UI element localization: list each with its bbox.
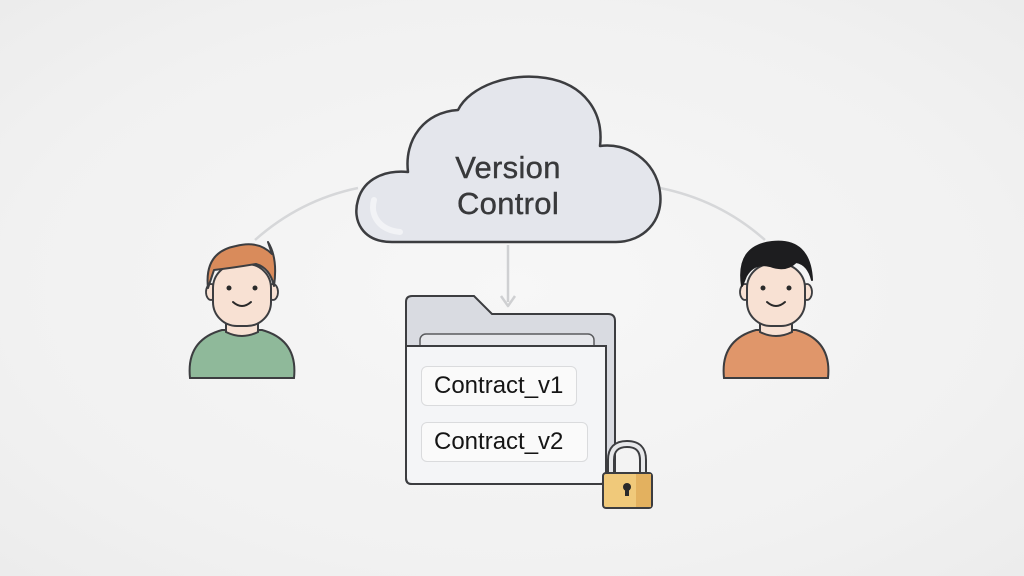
cloud-icon	[355, 75, 662, 244]
cloud-label: Version Control	[400, 150, 616, 222]
cloud-label-line2: Control	[456, 186, 560, 221]
arrow-down-icon	[499, 245, 517, 308]
user-avatar-left	[188, 241, 296, 379]
connector-cloud-right-user	[659, 186, 766, 241]
padlock-icon	[602, 439, 653, 509]
connector-cloud-left-user	[254, 186, 359, 241]
user-avatar-right	[722, 240, 830, 379]
file-item-contract-v1: Contract_v1	[421, 366, 577, 406]
cloud-label-line1: Version	[455, 150, 561, 185]
file-item-contract-v2: Contract_v2	[421, 422, 588, 462]
